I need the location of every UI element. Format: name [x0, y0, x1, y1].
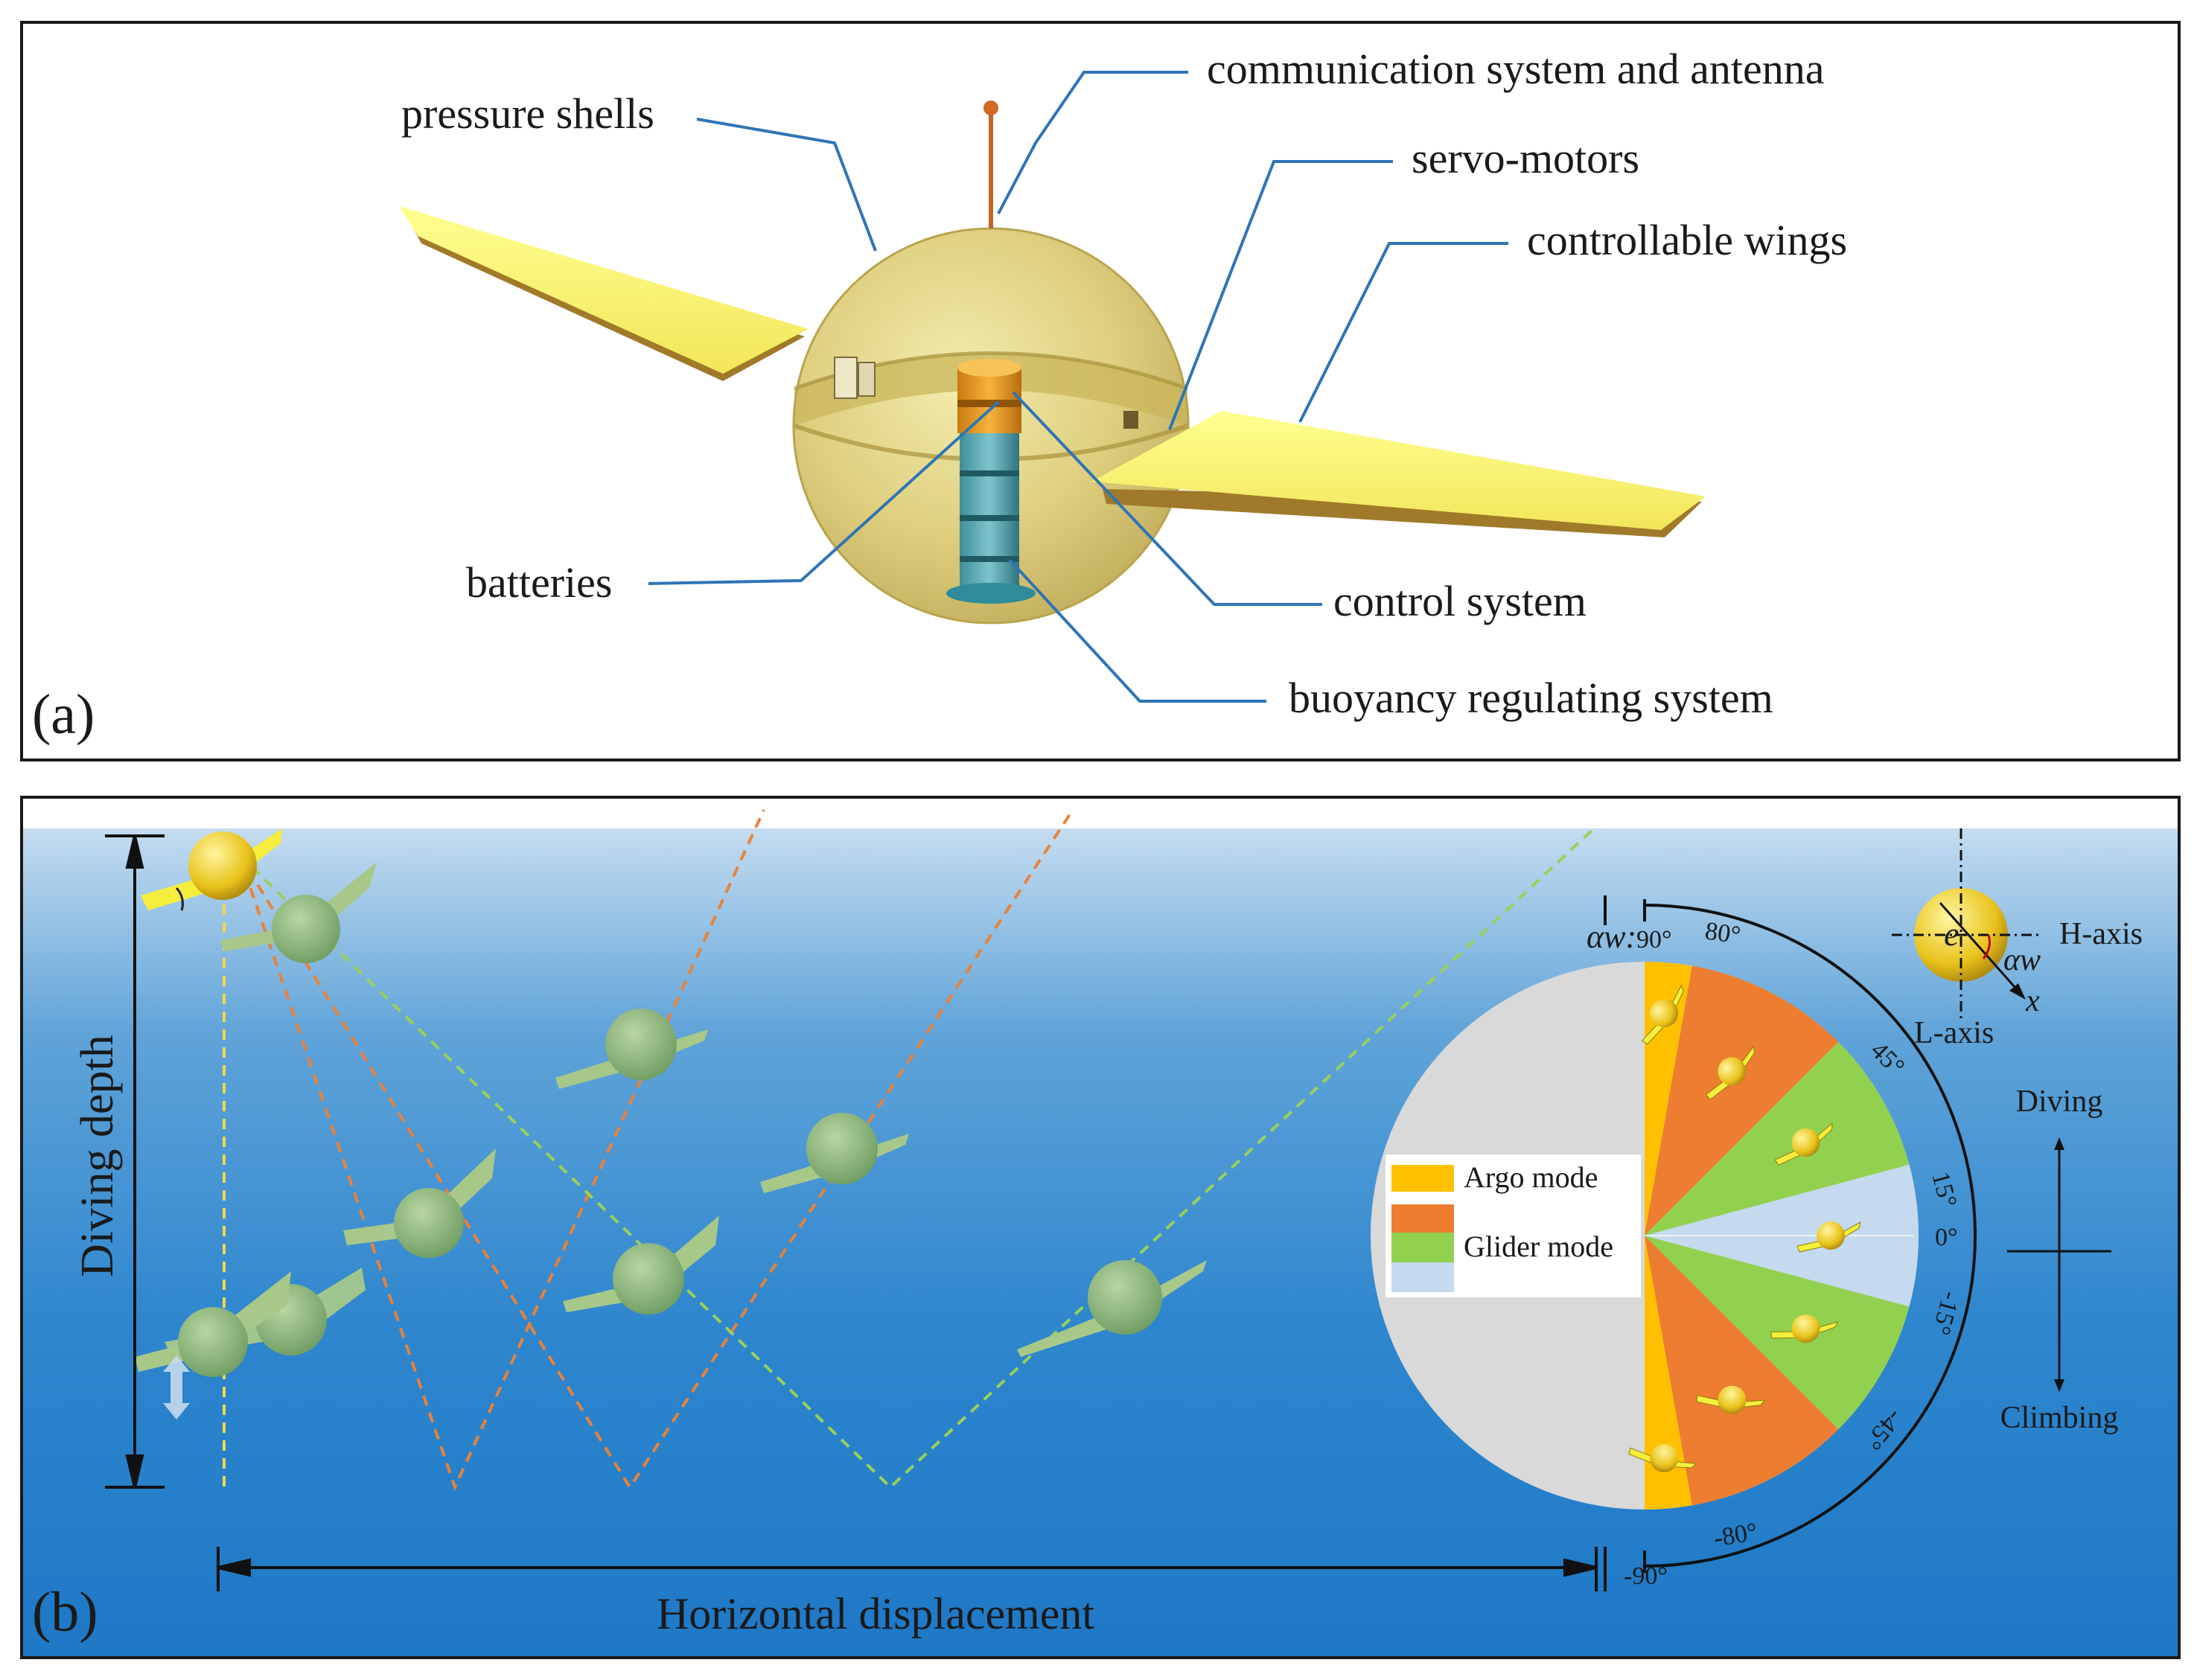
- mode-chart: αw: 90° 80° 45° 15° 0° -15° -45° -80° -9…: [1371, 895, 1977, 1591]
- label-climbing: Climbing: [2000, 1401, 2119, 1435]
- legend-swatch-glider-green: [1391, 1233, 1454, 1262]
- legend-swatch-glider-orange: [1391, 1204, 1454, 1233]
- right-wing: [1091, 411, 1706, 537]
- diving-climbing-indicator: Diving Climbing: [2000, 1085, 2119, 1435]
- label-controllable-wings: controllable wings: [1527, 216, 1847, 264]
- label-communication: communication system and antenna: [1207, 45, 1825, 93]
- panel-a: communication system and antenna pressur…: [20, 21, 2181, 761]
- tick-0: 0°: [1935, 1224, 1958, 1251]
- legend-argo-mode: Argo mode: [1464, 1160, 1598, 1194]
- label-pressure-shells: pressure shells: [401, 89, 654, 138]
- vertical-double-arrow-icon: [163, 1355, 190, 1419]
- inset-e: e: [1944, 915, 1959, 953]
- label-horizontal-displacement: Horizontal displacement: [657, 1589, 1094, 1638]
- wedge-argo-down: [1645, 1236, 1692, 1510]
- inset-alpha-w: αw: [2003, 943, 2041, 977]
- mini-glider-icon: [1705, 1045, 1756, 1100]
- mini-glider-icon: [1796, 1221, 1861, 1253]
- antenna-icon: [983, 100, 998, 229]
- alpha-w-label: αw:: [1587, 919, 1636, 955]
- glider-icons: [135, 828, 1207, 1377]
- wedge-glider-orange-up: [1645, 965, 1839, 1236]
- tick-minus-90: -90°: [1624, 1562, 1668, 1590]
- tick-80: 80°: [1703, 917, 1742, 949]
- mini-glider-icon: [1770, 1315, 1839, 1343]
- wedge-glider-orange-down: [1645, 1236, 1839, 1506]
- label-diving-depth: Diving depth: [72, 1035, 123, 1277]
- inset-x: x: [2025, 984, 2040, 1018]
- legend: Argo mode Glider mode: [1386, 1154, 1641, 1297]
- label-diving: Diving: [2016, 1085, 2103, 1119]
- mini-glider-icon: [1628, 1443, 1697, 1472]
- mini-glider-icon: [1696, 1385, 1766, 1414]
- legend-swatch-argo: [1391, 1165, 1454, 1192]
- wedge-glider-green-up: [1645, 1041, 1910, 1236]
- horizontal-displacement-dimension: [217, 1547, 1598, 1591]
- inset-h-axis: H-axis: [2059, 917, 2143, 951]
- label-buoyancy-system: buoyancy regulating system: [1289, 674, 1773, 722]
- mini-glider-icon: [1774, 1122, 1833, 1166]
- mini-glider-icon: [1641, 984, 1684, 1045]
- panel-b-letter: (b): [32, 1581, 98, 1644]
- legend-glider-mode: Glider mode: [1464, 1230, 1613, 1263]
- inset-l-axis: L-axis: [1914, 1016, 1994, 1050]
- axes-inset: e αw x H-axis L-axis: [1892, 828, 2143, 1050]
- internal-stack: [834, 357, 1138, 604]
- tick-90: 90°: [1636, 926, 1672, 954]
- leader-lines: [648, 71, 1508, 703]
- angle-arc: [1644, 904, 1977, 1568]
- legend-swatch-level: [1391, 1262, 1454, 1292]
- label-control-system: control system: [1333, 577, 1587, 625]
- panel-a-letter: (a): [32, 683, 95, 746]
- label-batteries: batteries: [466, 558, 612, 607]
- left-wing: [399, 206, 809, 381]
- label-servo-motors: servo-motors: [1412, 134, 1639, 182]
- diving-depth-dimension: [105, 834, 165, 1489]
- mini-glider-icons: [1628, 984, 1861, 1472]
- working-modes-diagram: Diving depth Horizontal displacement αw:: [23, 799, 2178, 1656]
- panel-b: Diving depth Horizontal displacement αw:: [20, 796, 2181, 1659]
- glider-structure-diagram: communication system and antenna pressur…: [399, 45, 1847, 722]
